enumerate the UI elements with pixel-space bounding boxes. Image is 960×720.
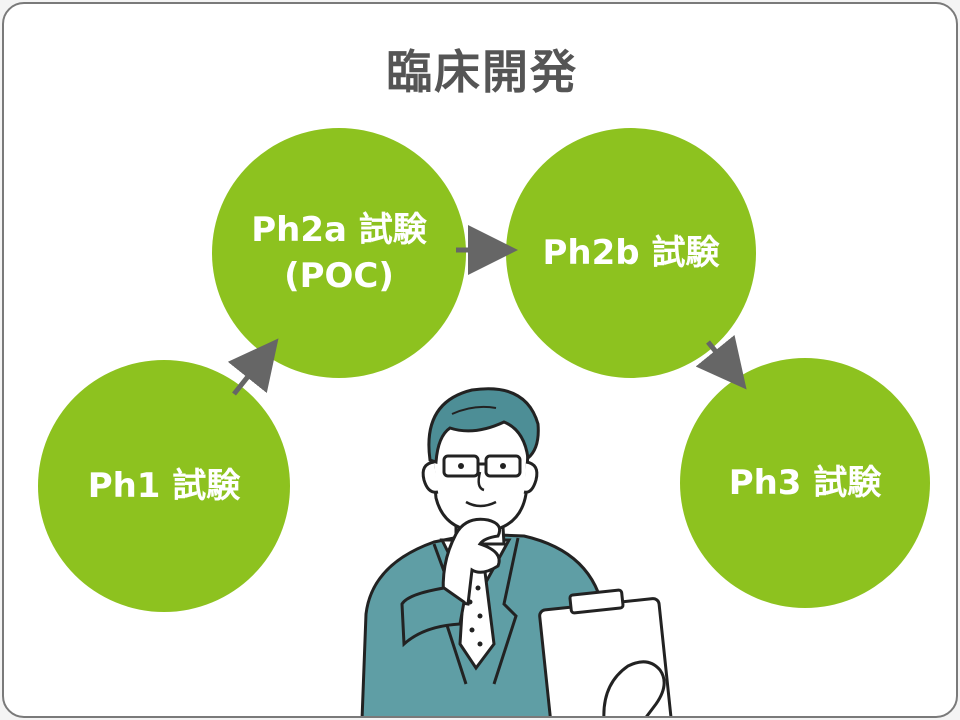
phase-ph2a-sublabel: (POC) [284, 256, 394, 296]
arrow-ph1-to-ph2a [227, 338, 279, 396]
businessman-with-clipboard-icon [360, 387, 673, 716]
phase-ph1-label: Ph1 試験 [87, 466, 241, 506]
diagram-overlay [227, 225, 747, 716]
phase-ph3-label: Ph3 試験 [728, 463, 882, 503]
phase-ph2a-label: Ph2a 試験 [251, 210, 427, 250]
phase-ph2a-node: Ph2a 試験 (POC) [212, 128, 466, 378]
phase-ph2b-label: Ph2b 試験 [542, 233, 720, 273]
phase-ph1-node: Ph1 試験 [38, 360, 290, 612]
diagram-title: 臨床開発 [386, 45, 578, 99]
arrow-ph2b-to-ph3 [695, 334, 747, 390]
phase-ph3-node: Ph3 試験 [680, 358, 930, 608]
